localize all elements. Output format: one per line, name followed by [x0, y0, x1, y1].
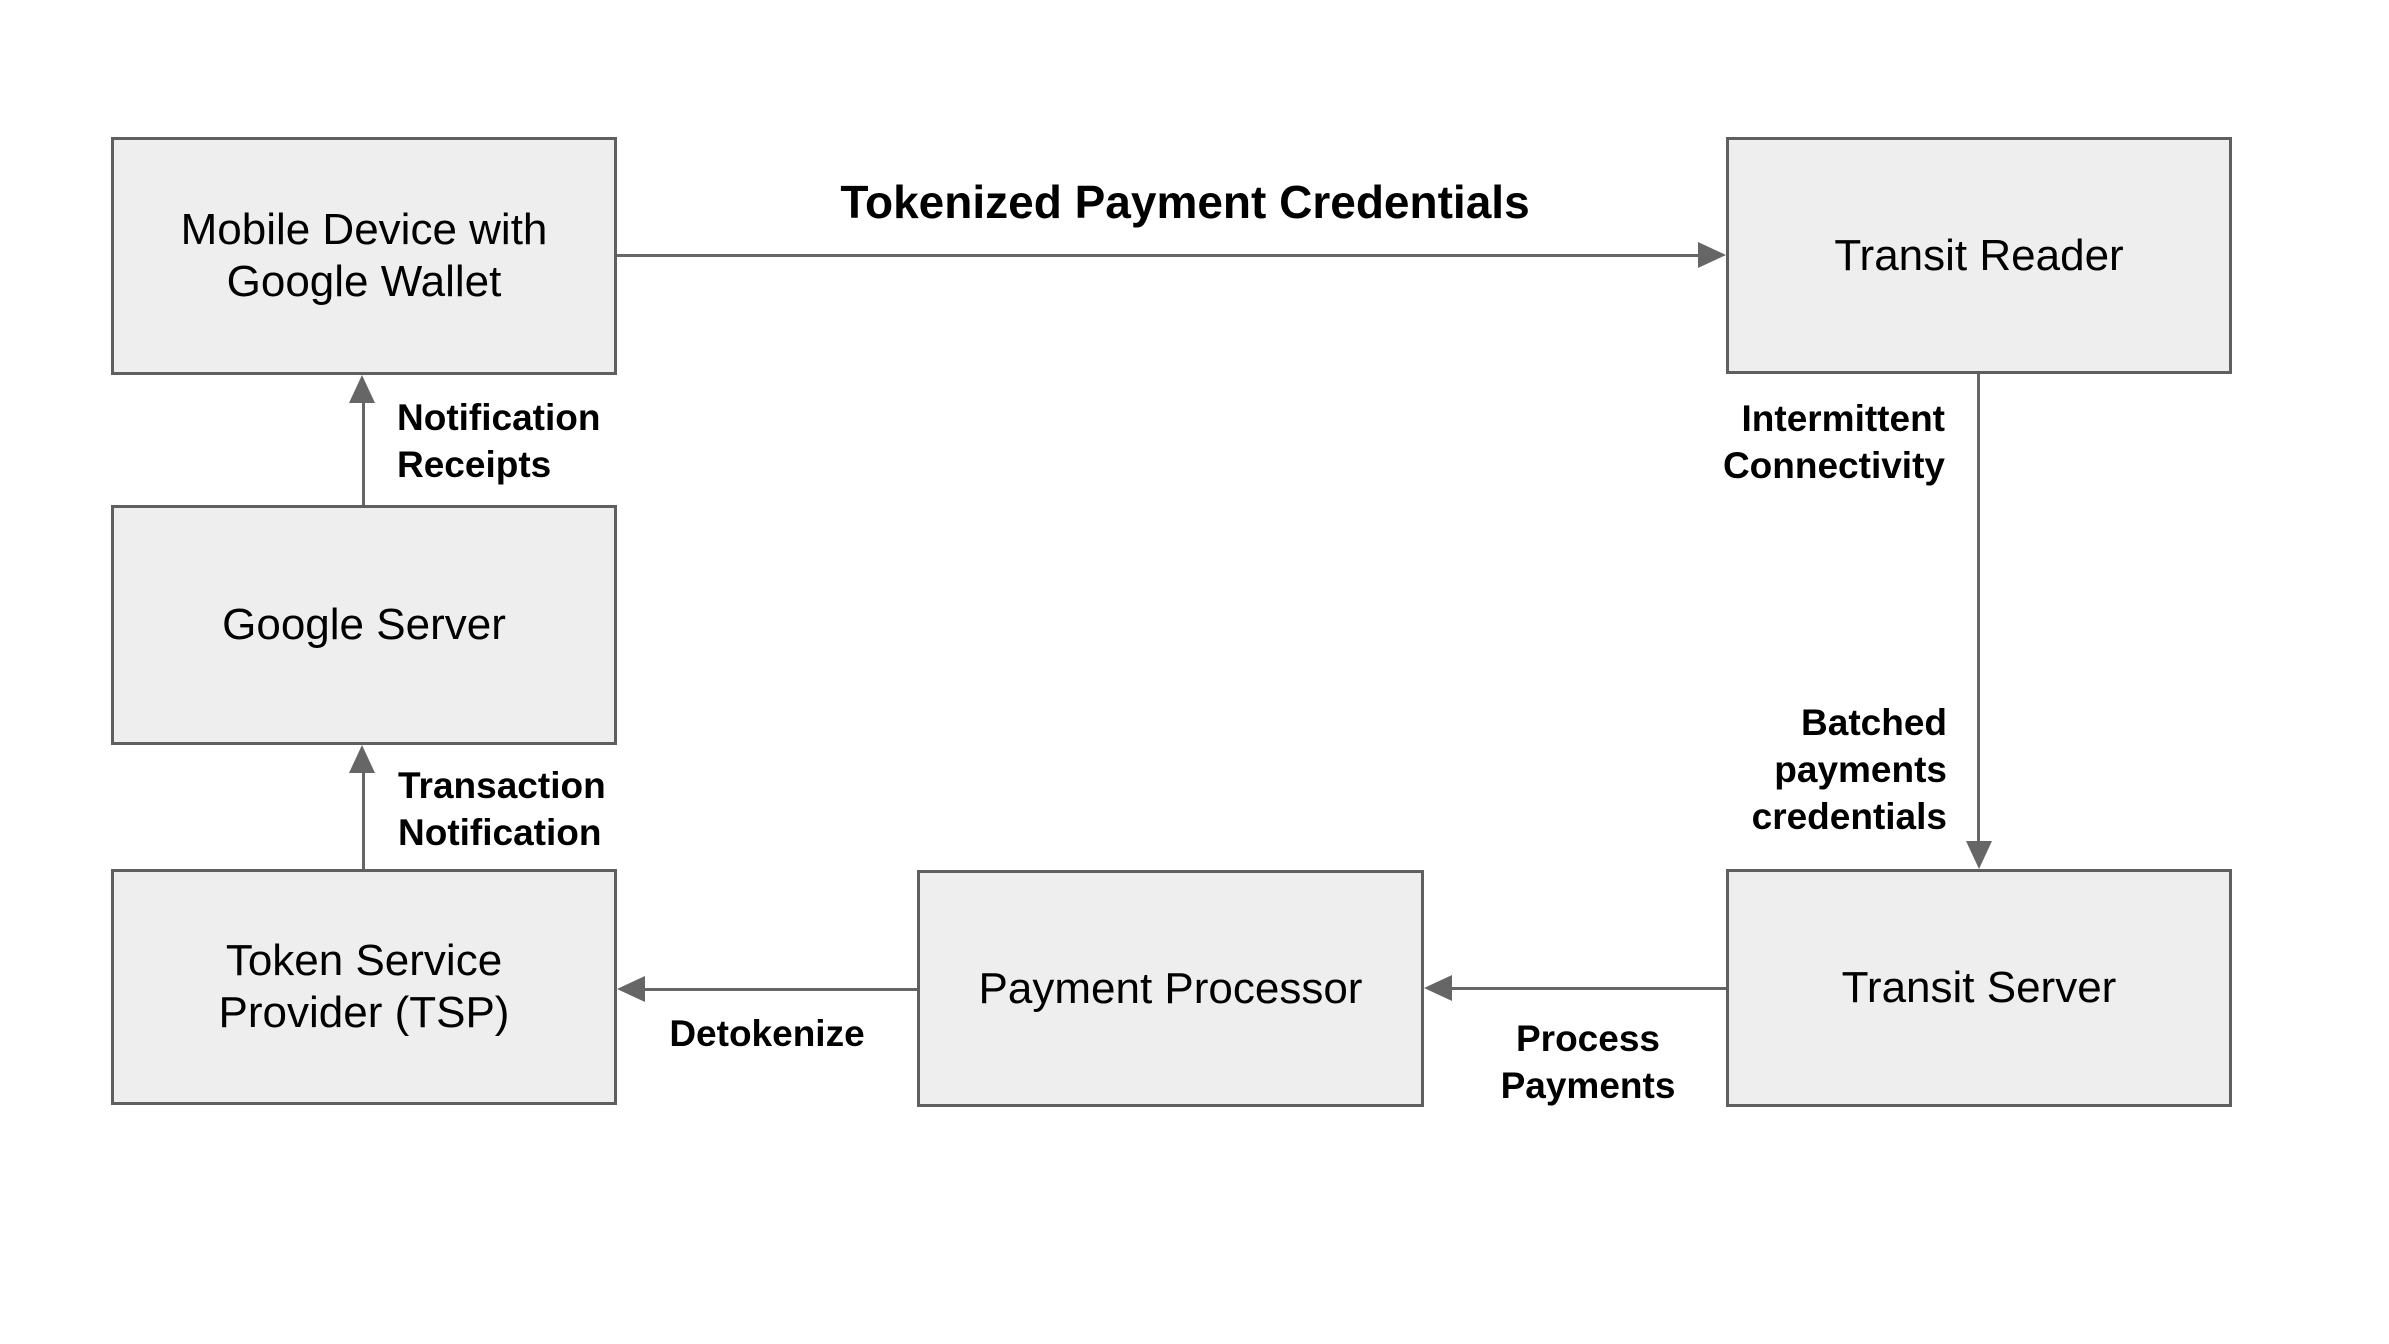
arrow-tsp-to-google-head [349, 745, 375, 773]
edge-label-process-payments: Process Payments [1500, 1018, 1676, 1106]
arrow-tokenized-payment-credentials-head [1698, 242, 1726, 268]
edge-label-tokenized-payment-credentials: Tokenized Payment Credentials [840, 176, 1530, 228]
node-google-server: Google Server [111, 505, 617, 745]
edge-label-batched-payments-credentials: Batched payments credentials [1751, 702, 1947, 837]
arrow-google-to-mobile-line [362, 401, 365, 505]
node-mobile-device-google-wallet: Mobile Device with Google Wallet [111, 137, 617, 375]
node-token-service-provider: Token Service Provider (TSP) [111, 869, 617, 1105]
edge-label-intermittent-connectivity: Intermittent Connectivity [1722, 398, 1945, 486]
edge-label-detokenize: Detokenize [669, 1013, 865, 1054]
arrow-processor-to-tsp-head [617, 976, 645, 1002]
arrow-server-to-processor-head [1424, 975, 1452, 1001]
node-transit-reader: Transit Reader [1726, 137, 2232, 374]
arrow-server-to-processor-line [1452, 987, 1726, 990]
edge-label-notification-receipts: Notification Receipts [397, 397, 601, 485]
node-payment-processor: Payment Processor [917, 870, 1424, 1107]
arrow-tsp-to-google-line [362, 771, 365, 869]
node-transit-server: Transit Server [1726, 869, 2232, 1107]
arrow-google-to-mobile-head [349, 375, 375, 403]
edge-label-transaction-notification: Transaction Notification [398, 765, 606, 853]
arrow-tokenized-payment-credentials-line [617, 254, 1698, 257]
arrow-reader-to-server-line [1977, 374, 1980, 843]
arrow-processor-to-tsp-line [645, 988, 917, 991]
arrow-reader-to-server-head [1966, 841, 1992, 869]
